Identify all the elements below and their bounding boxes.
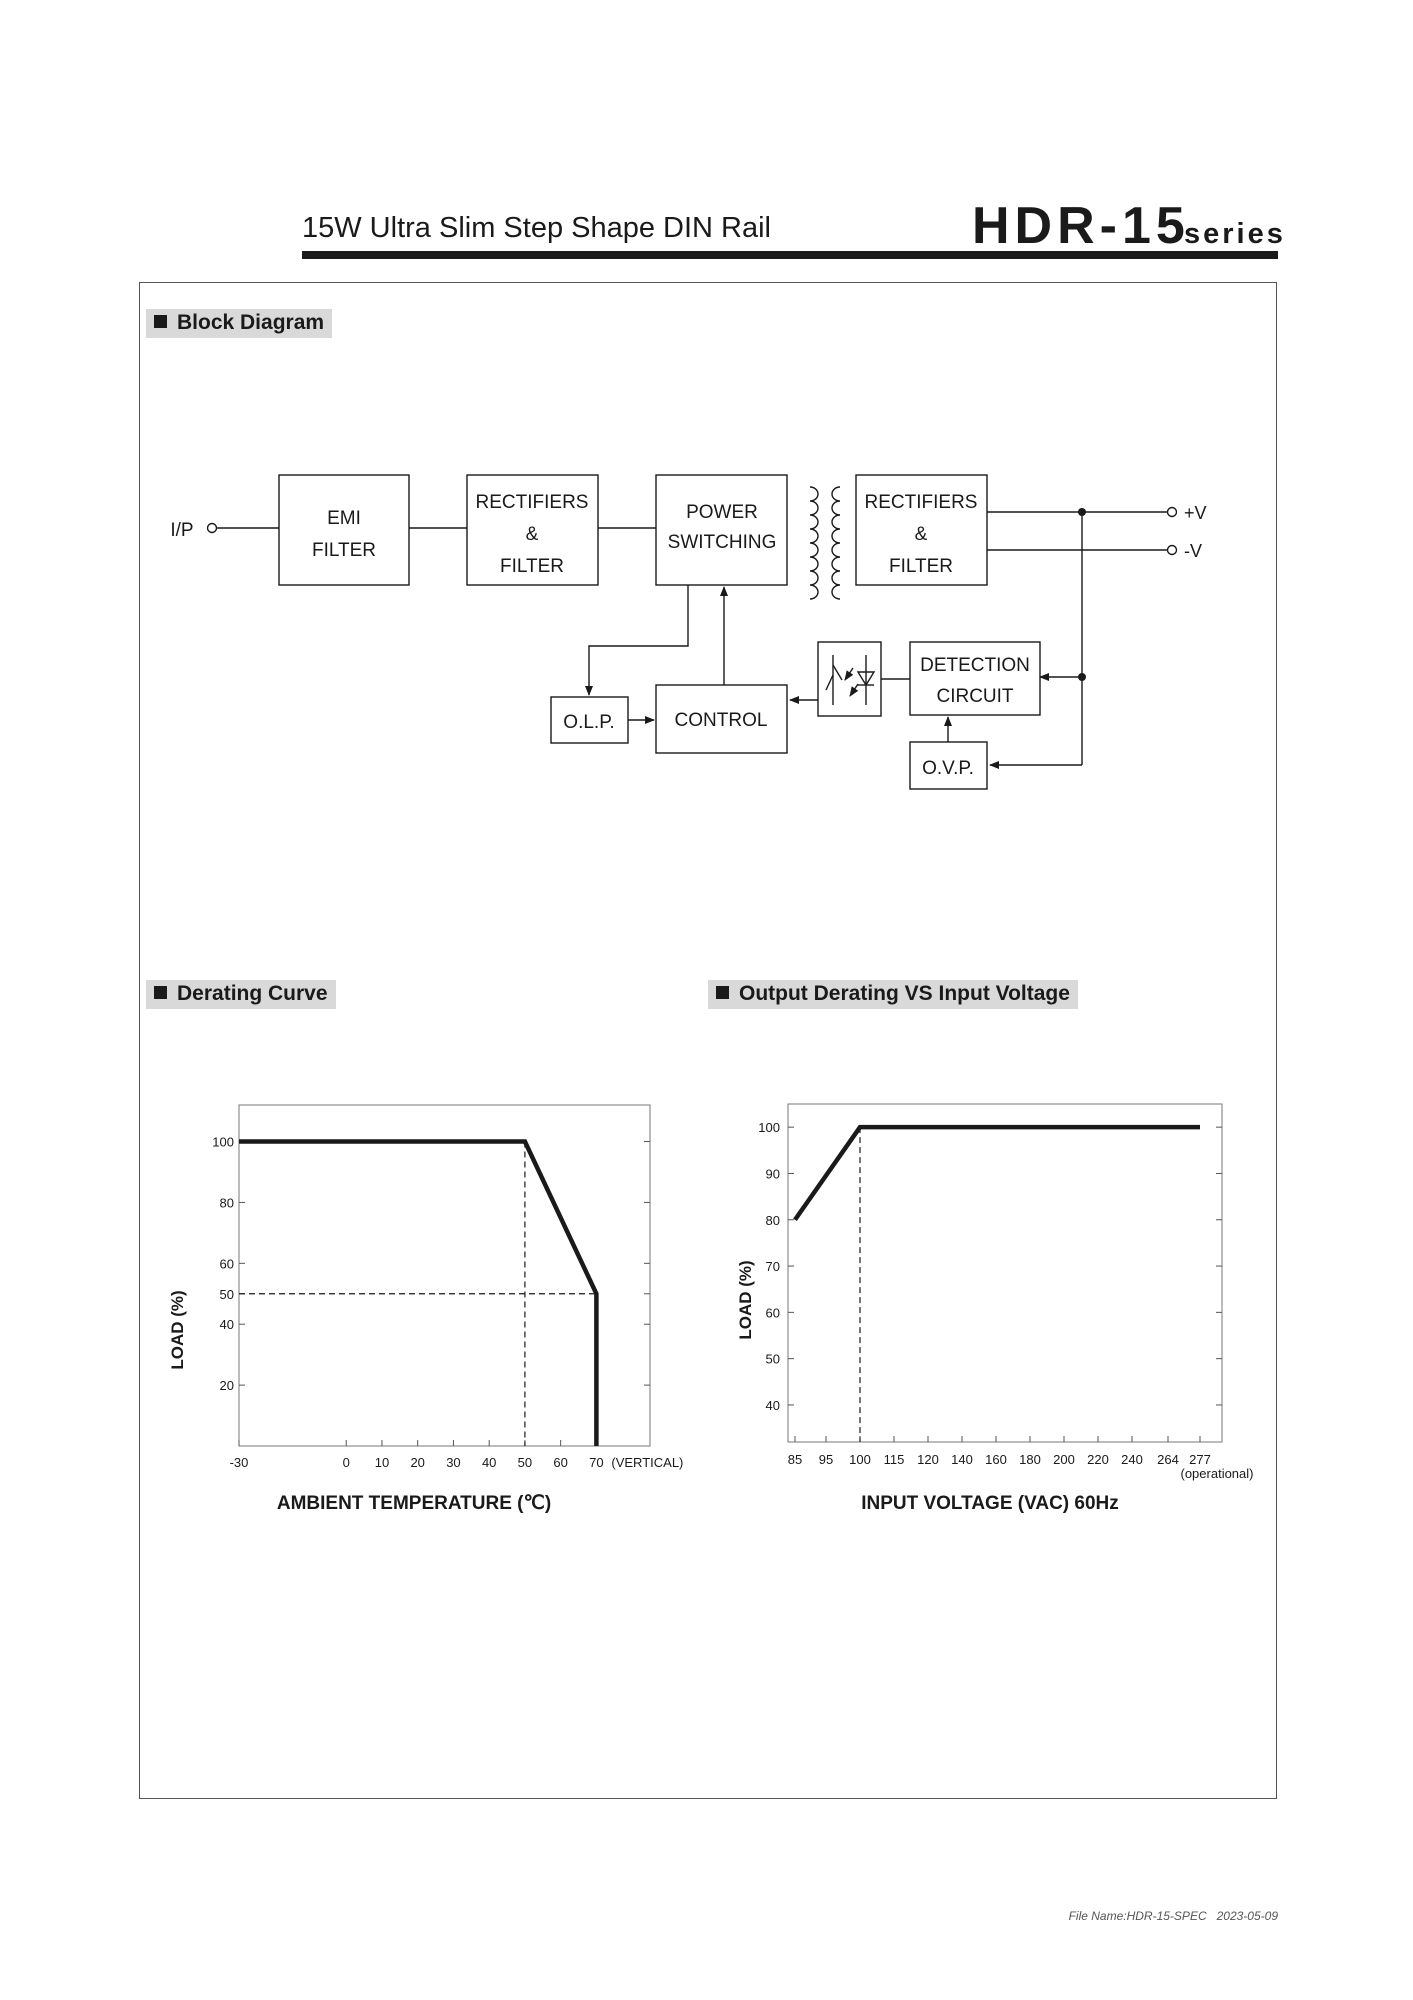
x-tick-label: 240 (1121, 1452, 1143, 1467)
x-tick-label: 50 (518, 1455, 532, 1470)
series-label: series (1184, 218, 1286, 250)
rect1-label-line2: & (526, 524, 539, 545)
x-axis-label: AMBIENT TEMPERATURE (℃) (277, 1493, 551, 1514)
x-tick-label: 60 (553, 1455, 567, 1470)
x-tick-label: 85 (788, 1452, 802, 1467)
x-tick-label: 115 (884, 1452, 905, 1467)
rect2-label-line2: & (915, 524, 928, 545)
rect1-label-line1: RECTIFIERS (476, 492, 589, 513)
x-tick-label: -30 (230, 1455, 249, 1470)
block-diagram-heading-text: Block Diagram (177, 311, 325, 334)
output-positive-terminal-icon (1166, 506, 1178, 518)
power-switching-block (655, 474, 788, 586)
x-tick-label: 180 (1019, 1452, 1041, 1467)
y-tick-label: 50 (220, 1287, 234, 1302)
x-tick-note: (operational) (1181, 1466, 1254, 1481)
control-label: CONTROL (675, 710, 768, 731)
x-tick-label: 100 (849, 1452, 871, 1467)
x-tick-label: 140 (951, 1452, 973, 1467)
bullet-square-icon (154, 986, 167, 999)
rect2-label-line3: FILTER (889, 556, 953, 577)
olp-label: O.L.P. (563, 712, 614, 733)
output-positive-label: +V (1184, 503, 1207, 523)
x-tick-label: 160 (985, 1452, 1007, 1467)
rectifiers-secondary-block (855, 474, 988, 586)
input-label: I/P (170, 520, 193, 541)
plot-frame (238, 1104, 651, 1447)
y-tick-label: 60 (766, 1305, 780, 1320)
power-switching-line2: SWITCHING (668, 532, 777, 553)
x-tick-label: 220 (1087, 1452, 1109, 1467)
x-tick-label: 264 (1157, 1452, 1179, 1467)
derating-curve-heading: Derating Curve (146, 980, 336, 1009)
footer-file-name: File Name:HDR-15-SPEC 2023-05-09 (1068, 1909, 1278, 1923)
x-tick-label: 95 (819, 1452, 833, 1467)
detection-label-line1: DETECTION (920, 655, 1030, 676)
emi-label-line2: FILTER (312, 540, 376, 561)
x-tick-label: 20 (410, 1455, 424, 1470)
y-axis-label: LOAD (%) (168, 1290, 187, 1369)
model-name: HDR-15 (972, 197, 1190, 255)
content-frame (139, 282, 1277, 1799)
power-switching-line1: POWER (686, 502, 758, 523)
x-tick-label: 30 (446, 1455, 460, 1470)
block-diagram-heading: Block Diagram (146, 309, 333, 338)
x-tick-label: 0 (343, 1455, 350, 1470)
x-tick-suffix: (VERTICAL) (611, 1455, 683, 1470)
y-tick-label: 60 (220, 1256, 234, 1271)
x-tick-label: 40 (482, 1455, 496, 1470)
y-tick-label: 20 (220, 1378, 234, 1393)
rect2-label-line1: RECTIFIERS (865, 492, 978, 513)
optocoupler-icon (825, 655, 876, 705)
derating-series-line (239, 1139, 599, 1446)
x-tick-label: 10 (375, 1455, 389, 1470)
y-tick-label: 80 (220, 1195, 234, 1210)
emi-filter-block (278, 474, 410, 586)
y-tick-label: 50 (766, 1352, 780, 1367)
junction-dot (1078, 508, 1086, 516)
document-subtitle: 15W Ultra Slim Step Shape DIN Rail (302, 212, 771, 244)
x-tick-label: 200 (1053, 1452, 1075, 1467)
x-axis-label: INPUT VOLTAGE (VAC) 60Hz (861, 1493, 1119, 1514)
y-tick-label: 90 (766, 1166, 780, 1181)
y-tick-label: 80 (766, 1213, 780, 1228)
input-terminal-icon (206, 522, 218, 534)
x-tick-label: 277 (1189, 1452, 1211, 1467)
load-series-line (793, 1124, 1200, 1222)
y-tick-label: 40 (220, 1317, 234, 1332)
output-derating-heading-text: Output Derating VS Input Voltage (739, 982, 1070, 1005)
y-tick-label: 100 (758, 1120, 780, 1135)
transformer-icon (809, 486, 841, 600)
detection-label-line2: CIRCUIT (936, 686, 1013, 707)
emi-label-line1: EMI (327, 508, 361, 529)
rect1-label-line3: FILTER (500, 556, 564, 577)
y-axis-label: LOAD (%) (736, 1260, 755, 1339)
x-tick-label: 70 (589, 1455, 603, 1470)
y-tick-label: 40 (766, 1398, 780, 1413)
output-derating-heading: Output Derating VS Input Voltage (708, 980, 1078, 1009)
control-block (655, 684, 788, 754)
ovp-label: O.V.P. (922, 758, 974, 779)
bullet-square-icon (716, 986, 729, 999)
header-rule (302, 251, 1278, 259)
derating-curve-heading-text: Derating Curve (177, 982, 328, 1005)
rectifiers-primary-block (466, 474, 599, 586)
x-tick-label: 120 (917, 1452, 939, 1467)
plot-frame (787, 1103, 1223, 1443)
junction-dot (1078, 673, 1086, 681)
output-negative-label: -V (1184, 541, 1202, 561)
y-tick-label: 70 (766, 1259, 780, 1274)
output-negative-terminal-icon (1166, 544, 1178, 556)
y-tick-label: 100 (212, 1135, 234, 1150)
bullet-square-icon (154, 315, 167, 328)
